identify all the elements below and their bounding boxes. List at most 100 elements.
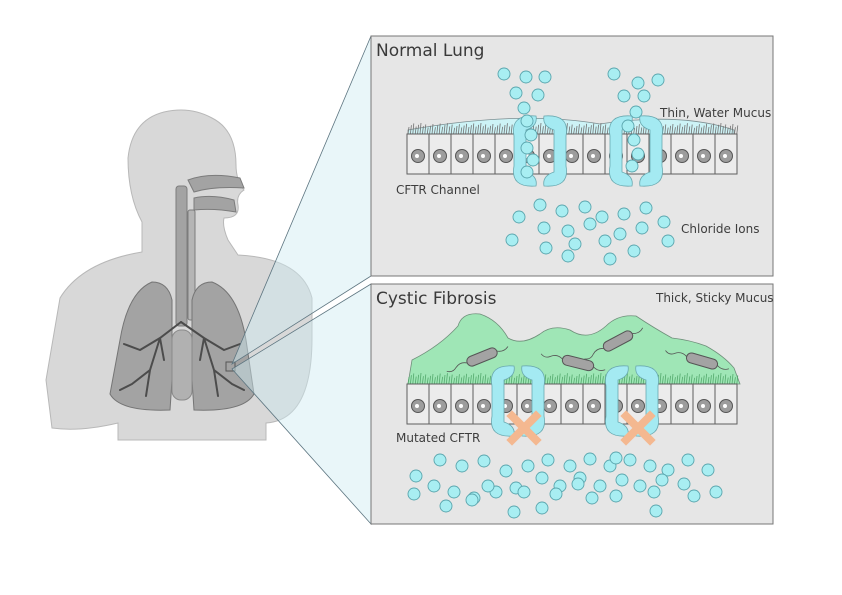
chloride-ion xyxy=(627,244,641,258)
chloride-ion xyxy=(407,487,421,501)
chloride-ion xyxy=(507,505,521,519)
chloride-ion xyxy=(625,159,639,173)
cilia-cf xyxy=(407,372,739,385)
thick-mucus-layer xyxy=(407,313,741,385)
epithelial-cell xyxy=(692,383,716,425)
chloride-ion xyxy=(520,165,534,179)
chloride-ion xyxy=(549,487,563,501)
epithelial-cell xyxy=(582,133,606,175)
chloride-ion xyxy=(617,89,631,103)
chloride-ion xyxy=(555,204,569,218)
normal-panel-title: Normal Lung xyxy=(376,41,484,61)
chloride-ion xyxy=(481,479,495,493)
chloride-ion xyxy=(512,210,526,224)
chloride-ion xyxy=(603,252,617,266)
chloride-ion xyxy=(621,119,635,133)
chloride-ion xyxy=(623,453,637,467)
blocked-markers xyxy=(506,410,656,446)
chloride-ions-cf xyxy=(407,451,723,519)
epithelial-cell xyxy=(714,383,738,425)
airway xyxy=(175,174,245,327)
chloride-ion xyxy=(637,89,651,103)
epithelial-cell xyxy=(560,383,584,425)
chloride-ion xyxy=(520,141,534,155)
epithelial-cell xyxy=(582,383,606,425)
epithelial-cell xyxy=(494,133,518,175)
epithelial-cell xyxy=(714,133,738,175)
chloride-ion xyxy=(517,101,531,115)
chloride-ion xyxy=(517,485,531,499)
chloride-ion xyxy=(427,479,441,493)
epithelial-cell xyxy=(692,133,716,175)
chloride-ion xyxy=(655,473,669,487)
chloride-ion xyxy=(568,237,582,251)
nasal-cavity xyxy=(187,174,245,193)
bacteria-icon xyxy=(540,353,606,372)
chloride-ion xyxy=(609,451,623,465)
chloride-ion xyxy=(583,217,597,231)
trachea xyxy=(175,185,188,327)
epithelial-cell xyxy=(560,133,584,175)
bronchi xyxy=(119,321,245,397)
chloride-ion xyxy=(631,76,645,90)
chloride-ion xyxy=(627,133,641,147)
chloride-ion xyxy=(537,221,551,235)
epithelial-cell xyxy=(472,383,496,425)
chloride-ion xyxy=(617,207,631,221)
cystic-fibrosis-panel: Cystic Fibrosis Thick, Sticky Mucus Muta… xyxy=(370,283,774,525)
epithelial-cells-cf xyxy=(406,383,738,425)
chloride-ion xyxy=(561,224,575,238)
chloride-ion xyxy=(639,201,653,215)
epithelial-cells-normal xyxy=(406,133,738,175)
zoom-marker xyxy=(225,361,236,372)
thin-mucus-label: Thin, Water Mucus xyxy=(659,106,771,120)
chloride-ion xyxy=(649,504,663,518)
right-lung xyxy=(191,281,255,411)
chloride-ion xyxy=(633,479,647,493)
chloride-ion xyxy=(505,233,519,247)
chloride-ion xyxy=(541,453,555,467)
x-mark-icon xyxy=(506,410,542,446)
chloride-ion xyxy=(613,227,627,241)
chloride-ion xyxy=(524,128,538,142)
heart xyxy=(171,329,193,401)
normal-lung-panel: Normal Lung Thin, Water Mucus CFTR Chann… xyxy=(370,35,774,277)
chloride-ion xyxy=(520,114,534,128)
chloride-ion xyxy=(526,153,540,167)
chloride-ion xyxy=(631,147,645,161)
epithelial-cell xyxy=(472,133,496,175)
chloride-ion xyxy=(531,88,545,102)
chloride-ion xyxy=(539,241,553,255)
chloride-ion xyxy=(563,459,577,473)
bacteria-icon xyxy=(665,350,730,370)
epithelial-cell xyxy=(428,133,452,175)
chloride-ion xyxy=(701,463,715,477)
chloride-ion xyxy=(533,198,547,212)
chloride-ions-label: Chloride Ions xyxy=(681,222,759,236)
epithelial-cell xyxy=(406,133,430,175)
chloride-ion xyxy=(615,473,629,487)
chloride-ion xyxy=(497,67,511,81)
bacteria-group xyxy=(446,327,730,373)
chloride-ions-normal xyxy=(497,67,675,266)
chloride-ion xyxy=(629,105,643,119)
epithelial-cell xyxy=(670,383,694,425)
oral-cavity xyxy=(193,195,237,213)
chloride-ion xyxy=(635,221,649,235)
chloride-ion xyxy=(661,234,675,248)
chloride-ion xyxy=(578,200,592,214)
chloride-ion xyxy=(593,479,607,493)
chloride-ion xyxy=(439,499,453,513)
chloride-ion xyxy=(651,73,665,87)
cf-panel-title: Cystic Fibrosis xyxy=(376,289,497,309)
chloride-ion xyxy=(585,491,599,505)
thick-mucus-label: Thick, Sticky Mucus xyxy=(655,291,774,305)
chloride-ion xyxy=(538,70,552,84)
epithelial-cell xyxy=(406,383,430,425)
chloride-ion xyxy=(521,459,535,473)
epithelial-cell xyxy=(670,133,694,175)
chloride-ion xyxy=(647,485,661,499)
chloride-ion xyxy=(561,249,575,263)
